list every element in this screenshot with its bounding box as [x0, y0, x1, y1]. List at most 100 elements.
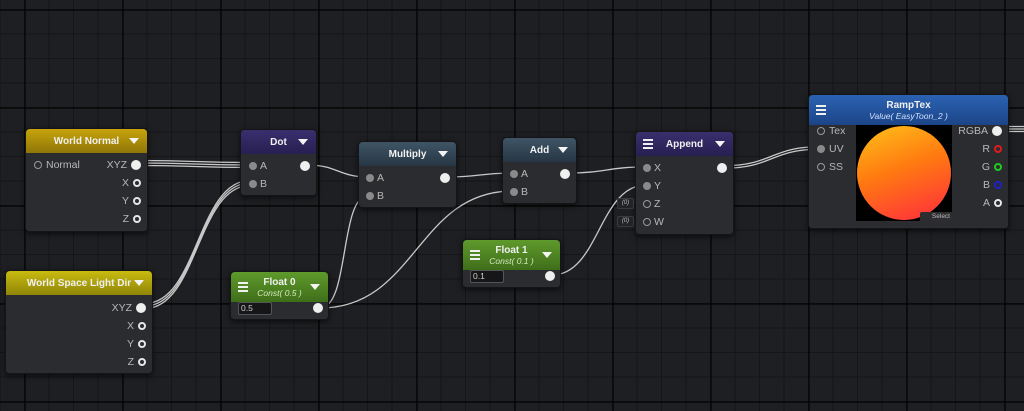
input-port-b[interactable]: B [510, 185, 528, 199]
output-port[interactable] [300, 159, 310, 173]
chevron-down-icon[interactable] [310, 284, 320, 290]
port-connected-icon[interactable] [560, 169, 570, 179]
chevron-down-icon[interactable] [438, 151, 448, 157]
port-hollow-icon[interactable] [138, 358, 146, 366]
node-world-normal[interactable]: World Normal Normal XYZ X Y Z [25, 128, 148, 232]
output-port[interactable] [717, 161, 727, 175]
port-hollow-icon[interactable] [34, 161, 42, 169]
node-header[interactable]: World Space Light Dir [6, 271, 152, 295]
node-ramptex[interactable]: RampTex Value( EasyToon_2 ) Tex UV SS Se… [808, 94, 1009, 229]
output-port-y[interactable]: Y [122, 194, 141, 208]
menu-icon[interactable] [816, 105, 826, 115]
port-hollow-icon[interactable] [133, 215, 141, 223]
port-connected-icon[interactable] [313, 303, 323, 313]
output-port[interactable] [545, 269, 555, 283]
chevron-down-icon[interactable] [715, 141, 725, 147]
port-hollow-icon[interactable] [133, 197, 141, 205]
port-connected-icon[interactable] [136, 303, 146, 313]
node-add[interactable]: Add A B [502, 137, 577, 204]
input-port-z[interactable]: Z [643, 197, 660, 211]
menu-icon[interactable] [643, 139, 653, 149]
input-port-uv[interactable]: UV [817, 142, 844, 156]
menu-icon[interactable] [470, 250, 480, 260]
port-hollow-icon[interactable] [994, 199, 1002, 207]
port-connected-icon[interactable] [643, 164, 651, 172]
chevron-down-icon[interactable] [134, 280, 144, 286]
port-connected-icon[interactable] [366, 174, 374, 182]
output-port-x[interactable]: X [122, 176, 141, 190]
wire-worldnormal-dot[interactable] [139, 164, 251, 169]
output-port-xyz[interactable]: XYZ [107, 158, 141, 172]
port-connected-icon[interactable] [817, 145, 825, 153]
node-header[interactable]: World Normal [26, 129, 147, 153]
output-port-x[interactable]: X [127, 319, 146, 333]
port-connected-icon[interactable] [366, 192, 374, 200]
output-port-rgba[interactable]: RGBA [958, 124, 1002, 138]
port-hollow-icon[interactable] [138, 340, 146, 348]
output-port-g[interactable]: G [982, 160, 1002, 174]
input-port-a[interactable]: A [366, 171, 384, 185]
port-connected-icon[interactable] [992, 126, 1002, 136]
port-hollow-icon[interactable] [817, 163, 825, 171]
port-connected-icon[interactable] [249, 180, 257, 188]
output-port-a[interactable]: A [983, 196, 1002, 210]
node-world-space-light-dir[interactable]: World Space Light Dir XYZ X Y Z [5, 270, 153, 374]
wire-append-ramptex[interactable] [723, 148, 820, 169]
input-port-x[interactable]: X [643, 161, 661, 175]
wire-append-ramptex[interactable] [723, 146, 820, 167]
port-hollow-icon[interactable] [138, 322, 146, 330]
input-port-a[interactable]: A [510, 167, 528, 181]
node-header[interactable]: Add [503, 138, 576, 162]
node-header[interactable]: Dot [241, 130, 316, 154]
menu-icon[interactable] [238, 282, 248, 292]
node-dot[interactable]: Dot A B [240, 129, 317, 196]
wire-worldnormal-dot[interactable] [139, 159, 251, 164]
node-header[interactable]: Float 0 Const( 0.5 ) [231, 272, 328, 302]
port-connected-icon[interactable] [510, 170, 518, 178]
port-green-icon[interactable] [994, 163, 1002, 171]
input-port-b[interactable]: B [366, 189, 384, 203]
node-float-1[interactable]: Float 1 Const( 0.1 ) 0.1 [462, 239, 561, 288]
chevron-down-icon[interactable] [298, 139, 308, 145]
port-connected-icon[interactable] [717, 163, 727, 173]
port-connected-icon[interactable] [249, 162, 257, 170]
port-connected-icon[interactable] [131, 160, 141, 170]
node-float-0[interactable]: Float 0 Const( 0.5 ) 0.5 [230, 271, 329, 320]
port-connected-icon[interactable] [300, 161, 310, 171]
port-hollow-icon[interactable] [643, 218, 651, 226]
input-port-w[interactable]: W [643, 215, 664, 229]
node-header[interactable]: Append [636, 132, 733, 156]
port-connected-icon[interactable] [643, 182, 651, 190]
port-connected-icon[interactable] [510, 188, 518, 196]
input-port-y[interactable]: Y [643, 179, 661, 193]
port-blue-icon[interactable] [994, 181, 1002, 189]
output-port-z[interactable]: Z [128, 355, 146, 369]
input-port-normal[interactable]: Normal [34, 158, 80, 172]
append-w-default-field[interactable]: (0) [617, 216, 634, 227]
output-port-r[interactable]: R [982, 142, 1002, 156]
port-hollow-icon[interactable] [643, 200, 651, 208]
chevron-down-icon[interactable] [542, 252, 552, 258]
chevron-down-icon[interactable] [129, 138, 139, 144]
wire-worldnormal-dot[interactable] [139, 162, 251, 166]
port-connected-icon[interactable] [545, 271, 555, 281]
output-port[interactable] [313, 301, 323, 315]
output-port-z[interactable]: Z [123, 212, 141, 226]
node-multiply[interactable]: Multiply A B [358, 141, 457, 208]
float-value-input[interactable]: 0.1 [470, 270, 504, 283]
input-port-b[interactable]: B [249, 177, 267, 191]
float-value-input[interactable]: 0.5 [238, 302, 272, 315]
output-port-y[interactable]: Y [127, 337, 146, 351]
node-append[interactable]: Append X Y Z W [635, 131, 734, 235]
output-port[interactable] [560, 167, 570, 181]
port-hollow-icon[interactable] [817, 127, 825, 135]
node-header[interactable]: Multiply [359, 142, 456, 166]
input-port-ss[interactable]: SS [817, 160, 843, 174]
output-port-xyz[interactable]: XYZ [112, 301, 146, 315]
input-port-tex[interactable]: Tex [817, 124, 845, 138]
port-connected-icon[interactable] [440, 173, 450, 183]
node-header[interactable]: Float 1 Const( 0.1 ) [463, 240, 560, 270]
append-z-default-field[interactable]: (0) [617, 198, 634, 209]
input-port-a[interactable]: A [249, 159, 267, 173]
port-hollow-icon[interactable] [133, 179, 141, 187]
